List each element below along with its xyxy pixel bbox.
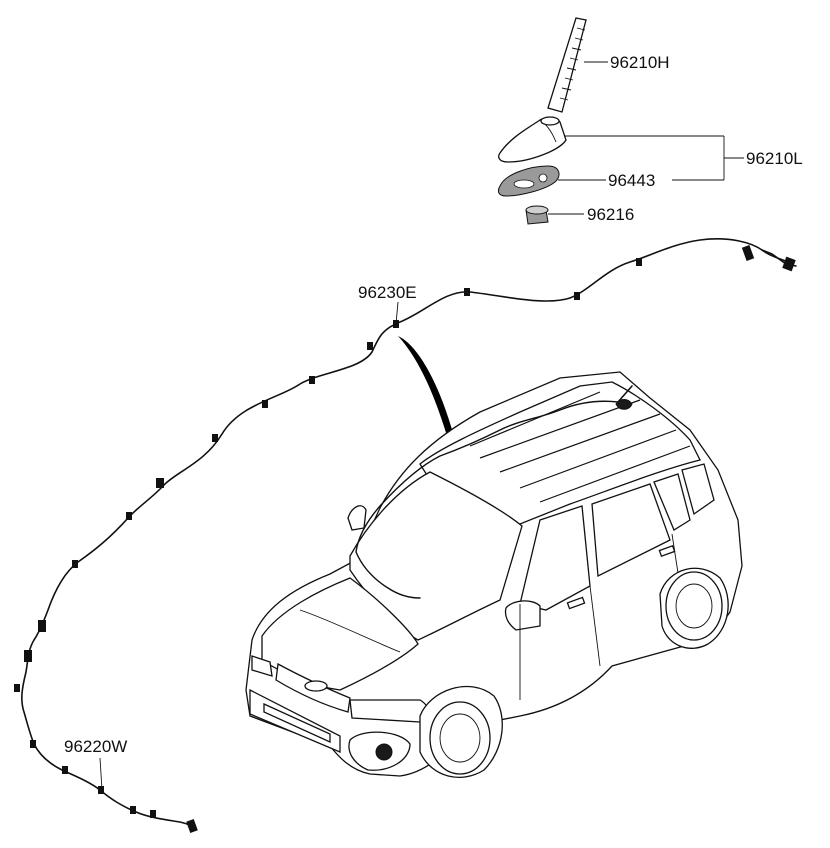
antenna-nut-drawing	[525, 205, 584, 225]
antenna-rod-label: 96210H	[610, 53, 670, 72]
car-drawing	[245, 336, 743, 778]
main-feeder-cable-label: 96220W	[64, 737, 127, 756]
roof-feeder-cable-label: 96230E	[358, 283, 417, 302]
antenna-nut-label: 96216	[587, 205, 634, 224]
antenna-gasket-label: 96443	[608, 171, 655, 190]
antenna-fin-drawing	[498, 116, 724, 163]
antenna-rod-drawing	[547, 17, 608, 113]
assembly-bracket	[723, 136, 744, 180]
antenna-gasket-drawing	[497, 165, 724, 197]
antenna-assembly-label: 96210L	[746, 149, 803, 168]
roof-feeder-cable-drawing	[14, 238, 797, 834]
